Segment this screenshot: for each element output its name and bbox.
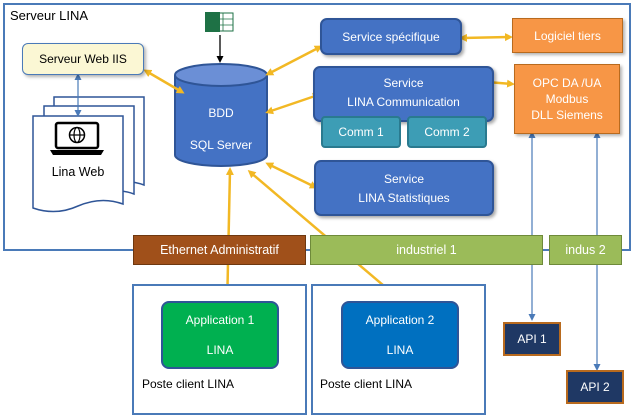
indus-2-bar: indus 2: [549, 235, 622, 265]
application-2-label: Application 2: [365, 313, 435, 327]
arrow-bdd-to-service-comm: [265, 92, 321, 115]
industriel-1-bar: industriel 1: [310, 235, 543, 265]
bdd-sql-server-label: BDD SQL Server: [175, 96, 267, 162]
serveur-lina-title: Serveur LINA: [10, 8, 89, 23]
service-stats-line2: LINA Statistiques: [358, 191, 450, 205]
comm-1-box: Comm 1: [321, 116, 401, 148]
service-specifique-box: Service spécifique: [320, 18, 462, 55]
api-1-label: API 1: [517, 332, 547, 346]
ethernet-administratif-bar: Ethernet Administratif: [133, 235, 306, 265]
service-stats-line1: Service: [383, 172, 424, 186]
poste-client-2-label: Poste client LINA: [320, 377, 413, 391]
lina-web-label: Lina Web: [51, 165, 105, 179]
service-lina-communication-box: Service LINA Communication: [313, 66, 494, 122]
arrow-iis-to-bdd: [143, 69, 185, 94]
opc-label: OPC DA /UA: [532, 76, 602, 90]
service-comm-line1: Service: [383, 76, 424, 90]
api-2-box: API 2: [566, 370, 624, 404]
serveur-web-iis-box: Serveur Web IIS: [22, 43, 144, 75]
application-1-label: Application 1: [185, 313, 255, 327]
arrow-bdd-to-service-specifique: [265, 45, 323, 76]
excel-icon: [205, 12, 234, 32]
dll-siemens-label: DLL Siemens: [531, 108, 603, 122]
poste-client-1-label: Poste client LINA: [142, 377, 235, 391]
industriel-1-label: industriel 1: [396, 243, 457, 257]
bdd-label: BDD: [208, 106, 234, 120]
serveur-web-iis-label: Serveur Web IIS: [39, 52, 127, 66]
protocols-box: OPC DA /UA Modbus DLL Siemens: [514, 64, 620, 134]
api-2-label: API 2: [580, 380, 610, 394]
comm-2-box: Comm 2: [407, 116, 487, 148]
sql-server-label: SQL Server: [189, 138, 253, 152]
laptop-icon: [50, 121, 104, 155]
logiciel-tiers-box: Logiciel tiers: [512, 18, 623, 53]
ethernet-administratif-label: Ethernet Administratif: [160, 243, 279, 257]
application-1-lina-label: LINA: [206, 343, 234, 357]
application-2-box[interactable]: Application 2 LINA: [341, 301, 459, 369]
application-2-lina-label: LINA: [386, 343, 414, 357]
service-comm-line2: LINA Communication: [347, 95, 460, 109]
arrow-bdd-to-service-stats: [265, 162, 318, 189]
comm-2-label: Comm 2: [424, 125, 470, 139]
service-specifique-label: Service spécifique: [342, 29, 440, 44]
database-cylinder: [174, 63, 268, 167]
comm-1-label: Comm 1: [338, 125, 384, 139]
application-1-box[interactable]: Application 1 LINA: [161, 301, 279, 369]
api-1-box: API 1: [503, 322, 561, 356]
indus-2-label: indus 2: [565, 243, 606, 257]
arrow-specifique-to-logiciel-tiers: [459, 33, 513, 42]
logiciel-tiers-label: Logiciel tiers: [534, 28, 601, 43]
modbus-label: Modbus: [545, 92, 589, 106]
service-lina-statistiques-box: Service LINA Statistiques: [314, 160, 494, 216]
